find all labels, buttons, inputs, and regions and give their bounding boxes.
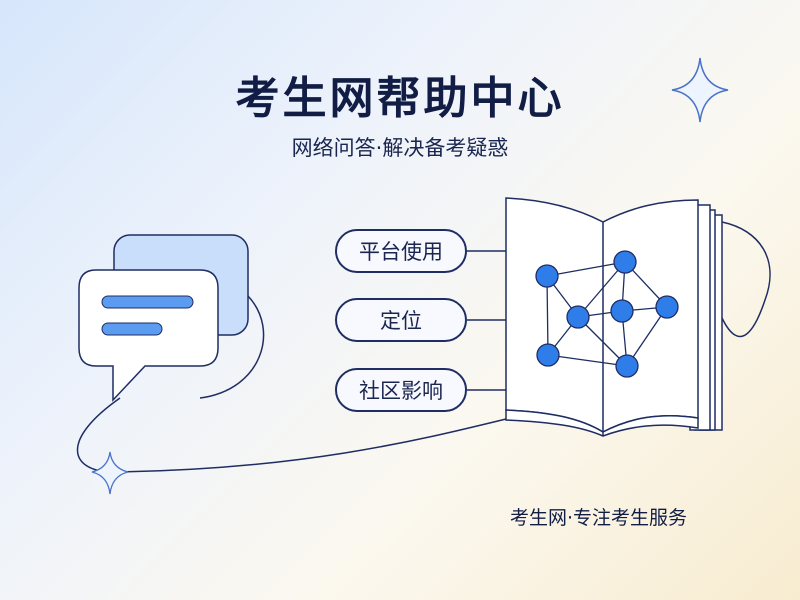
sparkle-icon [91,451,129,495]
open-book-network-icon [505,197,771,437]
page-title: 考生网帮助中心 [235,73,565,124]
sparkle-icon [671,57,729,123]
page-subtitle: 网络问答·解决备考疑惑 [291,136,509,160]
chat-bubbles-icon [78,234,249,402]
network-graph [535,250,679,378]
topic-positioning[interactable]: 定位 [335,298,467,342]
topic-community-impact[interactable]: 社区影响 [335,368,467,412]
topic-platform-usage[interactable]: 平台使用 [335,229,467,273]
connector-line [76,397,511,473]
footer-tagline: 考生网·专注考生服务 [510,507,688,529]
bubble-tail-loop [199,295,265,399]
